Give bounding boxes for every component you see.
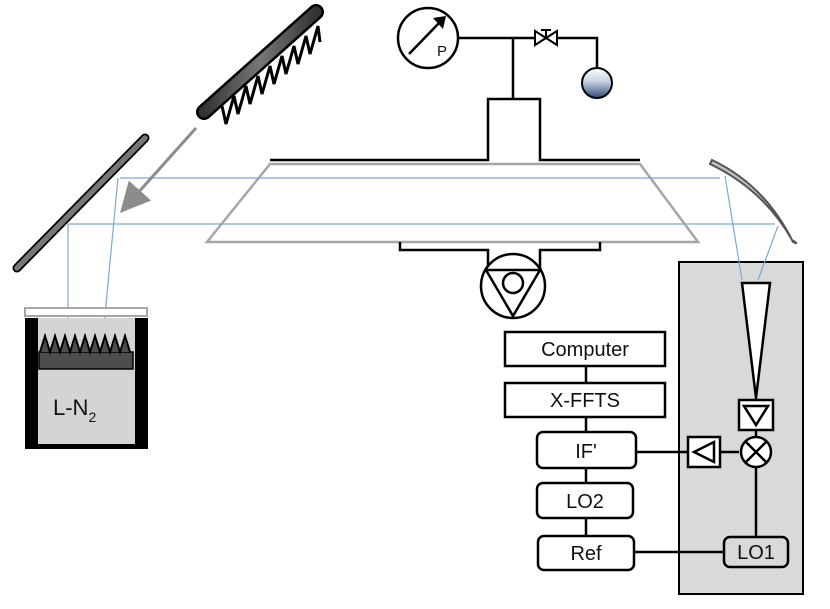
vacuum-pump-icon (479, 252, 547, 320)
computer-box (503, 330, 667, 368)
computer-label: Computer (541, 339, 629, 361)
absorption-cell (204, 162, 701, 244)
gauge-label: P (437, 43, 447, 60)
hot-load-absorber (196, 4, 324, 125)
if-label: IF' (575, 441, 597, 463)
cryo-label: L-N2 (53, 395, 96, 425)
pressure-gauge-icon (396, 6, 460, 70)
amplifier-down-icon (737, 398, 775, 432)
cold-load-dewar (24, 307, 148, 449)
amplifier-left-icon (686, 435, 722, 469)
lo1-label: LO1 (737, 542, 775, 564)
cell-bottom-port (398, 242, 602, 268)
valve-icon (534, 29, 558, 47)
lo1-box (722, 535, 790, 569)
ref-label: Ref (570, 543, 602, 565)
feed-horn (740, 281, 772, 399)
xffts-label: X-FFTS (550, 390, 620, 412)
xffts-box (503, 381, 667, 419)
gas-reservoir (581, 67, 613, 99)
gas-line (458, 36, 599, 99)
beam-path (67, 175, 779, 337)
mixer-icon (739, 435, 773, 469)
lo2-label: LO2 (566, 491, 604, 513)
if-box (535, 430, 638, 470)
curved-mirror (708, 158, 798, 245)
lo2-box (535, 481, 635, 520)
load-move-arrow (119, 126, 198, 213)
ref-box (536, 534, 636, 572)
cell-body (270, 97, 640, 162)
